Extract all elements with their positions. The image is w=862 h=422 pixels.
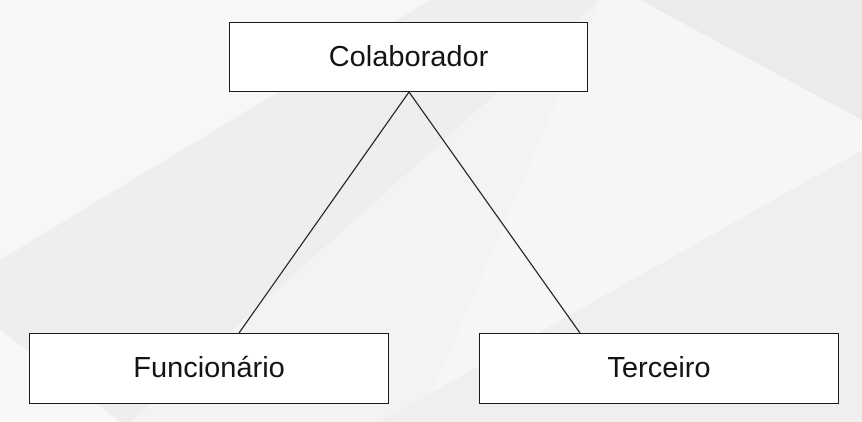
node-colaborador: Colaborador [229,22,588,92]
node-terceiro: Terceiro [479,333,839,404]
link-root-to-left [238,91,410,334]
node-terceiro-label: Terceiro [607,352,711,384]
node-funcionario: Funcionário [29,333,389,404]
node-funcionario-label: Funcionário [133,352,285,384]
node-colaborador-label: Colaborador [328,40,489,73]
link-root-to-right [408,91,581,334]
